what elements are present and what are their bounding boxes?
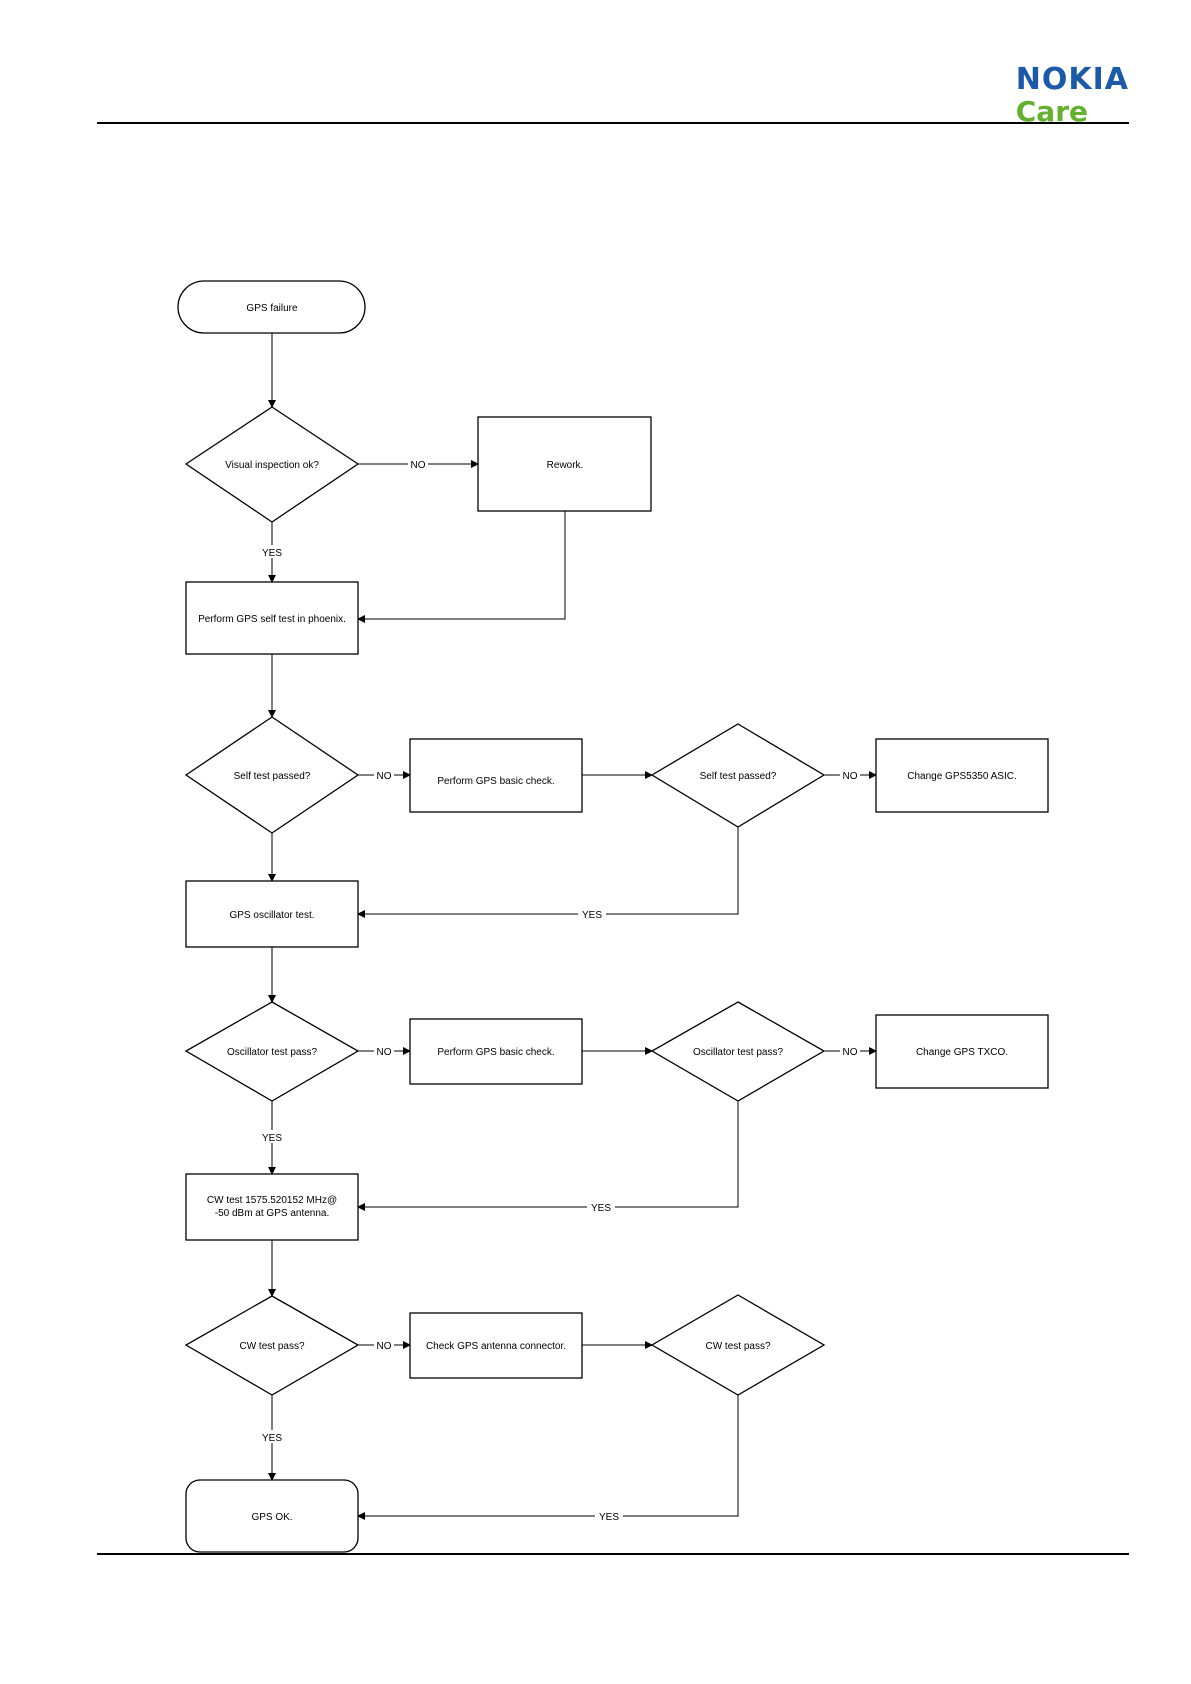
edge-selfpass2-yes (357, 827, 739, 918)
node-rework-label: Rework. (547, 460, 584, 471)
edge-labels: NO YES NO NO YES NO NO YES YES NO YES YE… (258, 457, 860, 1523)
node-txco-label: Change GPS TXCO. (916, 1047, 1008, 1058)
label-visual-no: NO (411, 460, 426, 471)
node-cwtest-label-line1: CW test 1575.520152 MHz@ (207, 1195, 337, 1206)
header-rule (97, 122, 1129, 124)
connectors (268, 333, 877, 1520)
label-oscpass1-yes: YES (262, 1133, 282, 1144)
node-cwpass2: CW test pass? (650, 1294, 826, 1396)
node-basic2: Perform GPS basic check. (409, 1018, 583, 1085)
node-antenna-label: Check GPS antenna connector. (426, 1341, 566, 1352)
node-oscpass1: Oscillator test pass? (184, 1001, 360, 1102)
node-selfpass2: Self test passed? (650, 723, 826, 828)
node-selfpass2-label: Self test passed? (700, 771, 777, 782)
logo-care-text: Care (1015, 95, 1088, 128)
label-selfpass1-no: NO (377, 771, 392, 782)
label-oscpass2-yes: YES (591, 1203, 611, 1214)
node-cwtest: CW test 1575.520152 MHz@ -50 dBm at GPS … (185, 1173, 359, 1241)
label-oscpass1-no: NO (377, 1047, 392, 1058)
node-start: GPS failure (177, 280, 366, 334)
node-start-label: GPS failure (246, 303, 298, 314)
edge-rework-to-selftest (357, 511, 566, 623)
node-gps-ok: GPS OK. (185, 1479, 359, 1553)
node-basic1-label: Perform GPS basic check. (437, 776, 554, 787)
footer-rule (97, 1553, 1129, 1555)
node-ok-label: GPS OK. (251, 1512, 292, 1523)
node-visual-inspection: Visual inspection ok? (184, 406, 360, 523)
label-cwpass1-yes: YES (262, 1433, 282, 1444)
node-rework: Rework. (477, 416, 652, 512)
node-cwtest-label-line2: -50 dBm at GPS antenna. (215, 1208, 330, 1219)
node-selftest: Perform GPS self test in phoenix. (185, 581, 359, 655)
nokia-care-logo: NOKIA Care (1016, 62, 1129, 126)
node-oscpass2-label: Oscillator test pass? (693, 1047, 783, 1058)
label-selfpass2-no: NO (843, 771, 858, 782)
node-oscpass1-label: Oscillator test pass? (227, 1047, 317, 1058)
node-antenna: Check GPS antenna connector. (409, 1312, 583, 1379)
node-asic-label: Change GPS5350 ASIC. (907, 771, 1017, 782)
label-cwpass1-no: NO (377, 1341, 392, 1352)
node-basic1: Perform GPS basic check. (409, 738, 583, 813)
node-txco: Change GPS TXCO. (875, 1014, 1049, 1089)
node-selfpass1: Self test passed? (184, 716, 360, 834)
edge-oscpass2-yes (357, 1101, 739, 1211)
node-basic2-label: Perform GPS basic check. (437, 1047, 554, 1058)
node-visual-label: Visual inspection ok? (225, 460, 319, 471)
node-selfpass1-label: Self test passed? (234, 771, 311, 782)
node-selftest-label: Perform GPS self test in phoenix. (198, 614, 346, 625)
label-visual-yes: YES (262, 548, 282, 559)
node-asic: Change GPS5350 ASIC. (875, 738, 1049, 813)
node-osctest: GPS oscillator test. (185, 880, 359, 948)
node-cwpass1: CW test pass? (184, 1295, 360, 1396)
label-cwpass2-yes: YES (599, 1512, 619, 1523)
node-osctest-label: GPS oscillator test. (229, 910, 314, 921)
label-oscpass2-no: NO (843, 1047, 858, 1058)
node-cwpass2-label: CW test pass? (705, 1341, 770, 1352)
node-cwpass1-label: CW test pass? (239, 1341, 304, 1352)
node-oscpass2: Oscillator test pass? (650, 1001, 826, 1102)
edge-cwpass2-yes (357, 1395, 739, 1520)
label-selfpass2-yes: YES (582, 910, 602, 921)
logo-nokia-text: NOKIA (1015, 62, 1129, 97)
